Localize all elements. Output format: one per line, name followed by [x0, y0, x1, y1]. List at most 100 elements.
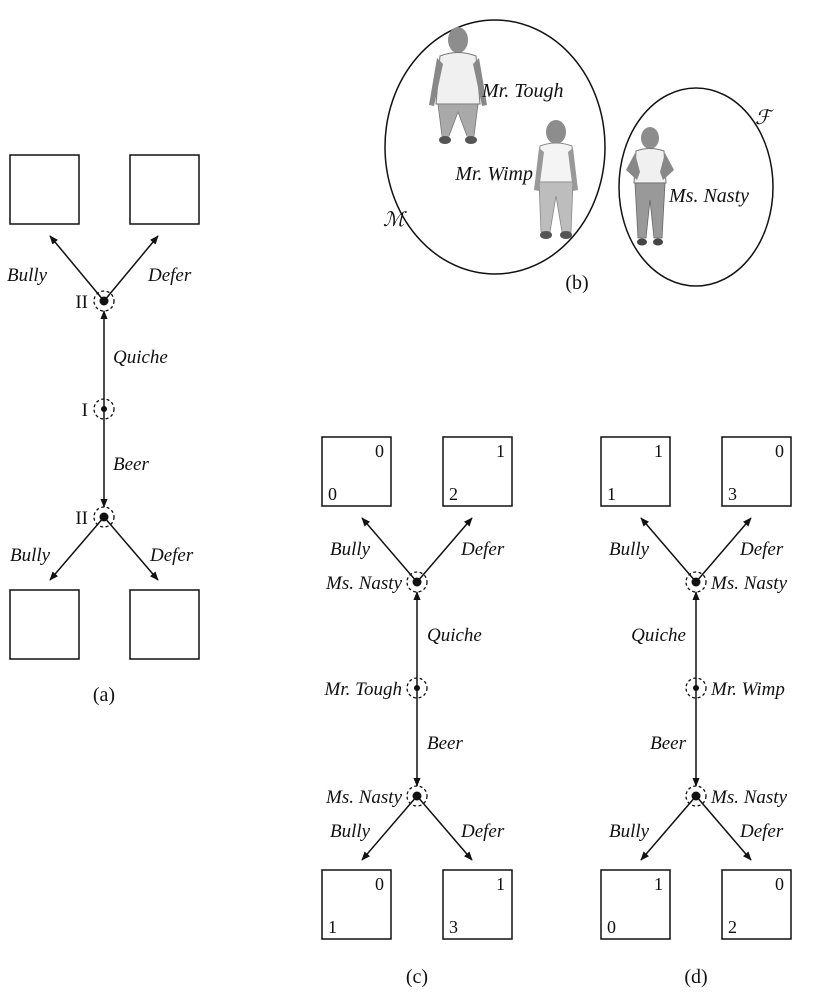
payoff-d-top-left-p2: 1: [654, 441, 663, 461]
ms-nasty-figure: [626, 127, 674, 246]
label-ms-nasty: Ms. Nasty: [668, 185, 749, 207]
mr-wimp-figure: [534, 120, 578, 239]
payoff-c-top-right-p1: 2: [449, 484, 458, 504]
panel-b: Mr. Tough Mr. Wimp Ms. Nasty ℳ ℱ (b): [383, 19, 774, 294]
decision-node-a-bottom: [99, 512, 109, 522]
payoff-d-bottom-right-p2: 0: [775, 874, 784, 894]
action-label-a-bully-top: Bully: [7, 265, 48, 286]
info-set-d-mid: [685, 677, 707, 699]
payoff-box-d-bottom-left: [600, 869, 671, 940]
payoff-box-d-top-left: [600, 436, 671, 507]
panel-c: 0 0 1 2 0 1 1 3 Ms. Nasty Mr. Tough Ms. …: [321, 436, 513, 988]
info-set-c-top: [406, 571, 428, 593]
payoff-box-a-top-left: [9, 154, 80, 225]
panel-a: II I II Bully Defer Quiche Beer Bully De…: [7, 154, 200, 706]
edge-a-defer-bottom: [103, 516, 159, 581]
action-label-a-defer-top: Defer: [147, 265, 192, 286]
action-label-a-defer-bottom: Defer: [149, 545, 194, 566]
info-set-a-bottom: [93, 506, 115, 528]
edge-d-defer-top: [695, 517, 752, 583]
node-label-c-mid: Mr. Tough: [324, 679, 402, 700]
edge-d-defer-bottom: [695, 795, 752, 861]
action-label-d-bully-bottom: Bully: [609, 821, 650, 842]
edge-c-defer-top: [416, 517, 473, 583]
decision-node-c-top: [412, 577, 422, 587]
caption-d: (d): [684, 966, 707, 988]
payoff-d-bottom-right-p1: 2: [728, 917, 737, 937]
label-set-m: ℳ: [383, 209, 407, 231]
info-set-a-mid: [93, 398, 115, 420]
node-label-c-bottom: Ms. Nasty: [325, 787, 403, 808]
payoff-box-c-top-right: [442, 436, 513, 507]
payoff-box-d-top-right: [721, 436, 792, 507]
decision-node-a-top: [99, 296, 109, 306]
chance-node-c-mid: [414, 685, 420, 691]
caption-b: (b): [565, 272, 588, 294]
node-label-d-top: Ms. Nasty: [710, 573, 788, 594]
edge-a-bully-bottom: [49, 516, 105, 581]
decision-node-d-top: [691, 577, 701, 587]
action-label-c-bully-top: Bully: [330, 539, 371, 560]
set-f-ellipse: [618, 87, 774, 287]
caption-c: (c): [406, 966, 428, 988]
payoff-c-top-right-p2: 1: [496, 441, 505, 461]
edge-a-defer-top: [103, 235, 159, 302]
action-label-a-beer: Beer: [113, 454, 149, 475]
payoff-box-a-bottom-left: [9, 589, 80, 660]
payoff-box-d-bottom-right: [721, 869, 792, 940]
payoff-d-top-right-p2: 0: [775, 441, 784, 461]
payoff-d-bottom-left-p2: 1: [654, 874, 663, 894]
payoff-d-top-left-p1: 1: [607, 484, 616, 504]
info-set-d-bottom: [685, 785, 707, 807]
action-label-c-bully-bottom: Bully: [330, 821, 371, 842]
payoff-d-top-right-p1: 3: [728, 484, 737, 504]
info-set-c-mid: [406, 677, 428, 699]
label-mr-tough: Mr. Tough: [481, 80, 564, 102]
payoff-c-top-left-p1: 0: [328, 484, 337, 504]
info-set-a-top: [93, 290, 115, 312]
payoff-box-c-top-left: [321, 436, 392, 507]
edge-c-defer-bottom: [416, 795, 473, 861]
action-label-c-defer-top: Defer: [460, 539, 505, 560]
node-label-a-mid: I: [82, 400, 88, 421]
action-label-d-quiche: Quiche: [631, 625, 686, 646]
action-label-d-bully-top: Bully: [609, 539, 650, 560]
edge-d-bully-bottom: [640, 795, 697, 861]
payoff-box-c-bottom-left: [321, 869, 392, 940]
payoff-box-c-bottom-right: [442, 869, 513, 940]
edge-d-bully-top: [640, 517, 697, 583]
payoff-c-bottom-left-p2: 0: [375, 874, 384, 894]
node-label-c-top: Ms. Nasty: [325, 573, 403, 594]
edge-c-bully-bottom: [361, 795, 418, 861]
action-label-d-defer-top: Defer: [739, 539, 784, 560]
info-set-d-top: [685, 571, 707, 593]
payoff-d-bottom-left-p1: 0: [607, 917, 616, 937]
mr-tough-figure: [429, 27, 487, 144]
node-label-a-bottom: II: [75, 508, 88, 529]
payoff-c-bottom-right-p1: 3: [449, 917, 458, 937]
panel-d: 1 1 0 3 1 0 0 2 Ms. Nasty Mr. Wimp Ms. N…: [600, 436, 792, 988]
edge-c-bully-top: [361, 517, 418, 583]
action-label-d-defer-bottom: Defer: [739, 821, 784, 842]
action-label-a-quiche: Quiche: [113, 347, 168, 368]
label-mr-wimp: Mr. Wimp: [454, 163, 533, 185]
payoff-c-top-left-p2: 0: [375, 441, 384, 461]
label-set-f: ℱ: [755, 107, 774, 129]
decision-node-d-bottom: [691, 791, 701, 801]
action-label-c-defer-bottom: Defer: [460, 821, 505, 842]
node-label-d-mid: Mr. Wimp: [710, 679, 785, 700]
decision-node-c-bottom: [412, 791, 422, 801]
payoff-box-a-top-right: [129, 154, 200, 225]
payoff-box-a-bottom-right: [129, 589, 200, 660]
caption-a: (a): [93, 684, 115, 706]
edge-a-bully-top: [49, 235, 105, 302]
action-label-c-quiche: Quiche: [427, 625, 482, 646]
payoff-c-bottom-left-p1: 1: [328, 917, 337, 937]
chance-node-a-mid: [101, 406, 107, 412]
info-set-c-bottom: [406, 785, 428, 807]
node-label-a-top: II: [75, 292, 88, 313]
chance-node-d-mid: [693, 685, 699, 691]
action-label-c-beer: Beer: [427, 733, 463, 754]
action-label-a-bully-bottom: Bully: [10, 545, 51, 566]
